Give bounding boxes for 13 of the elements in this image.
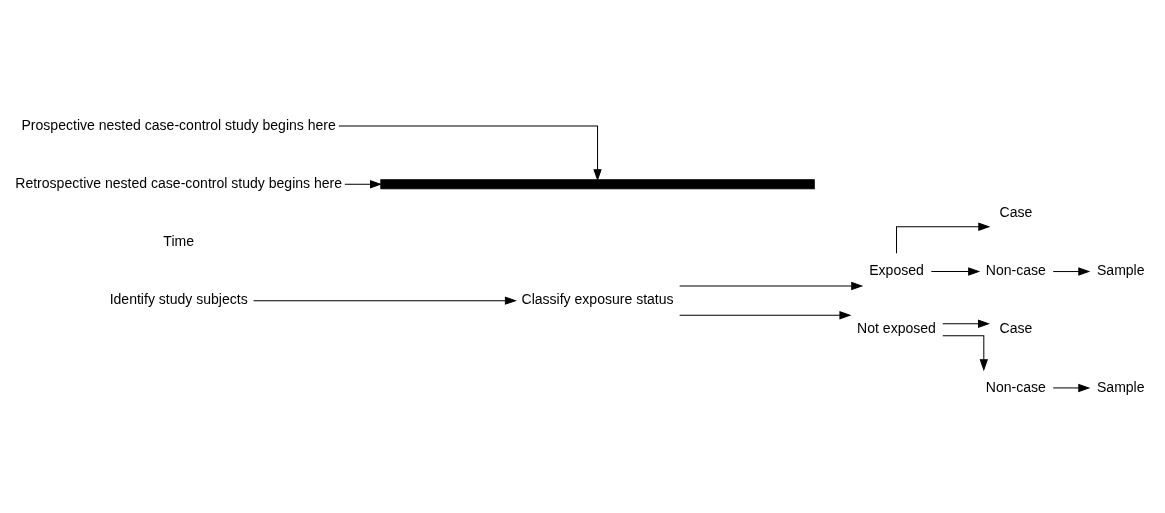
label: Time	[163, 232, 195, 249]
node-text: Prospective nested case-control study begins here	[21, 116, 336, 133]
node-text: Not exposed	[857, 319, 936, 336]
node-text: Classify exposure status	[521, 290, 674, 307]
node-text: Non-case	[985, 261, 1046, 278]
node-text: Non-case	[985, 378, 1046, 395]
node-text: Case	[999, 203, 1033, 220]
node-text: Sample	[1096, 261, 1145, 278]
node-text: Sample	[1096, 378, 1145, 395]
node-text: Exposed	[869, 261, 924, 278]
node-text: Identify study subjects	[109, 290, 248, 307]
node-text: Retrospective nested case-control study begins here	[15, 174, 343, 191]
node-text: Case	[999, 319, 1033, 336]
